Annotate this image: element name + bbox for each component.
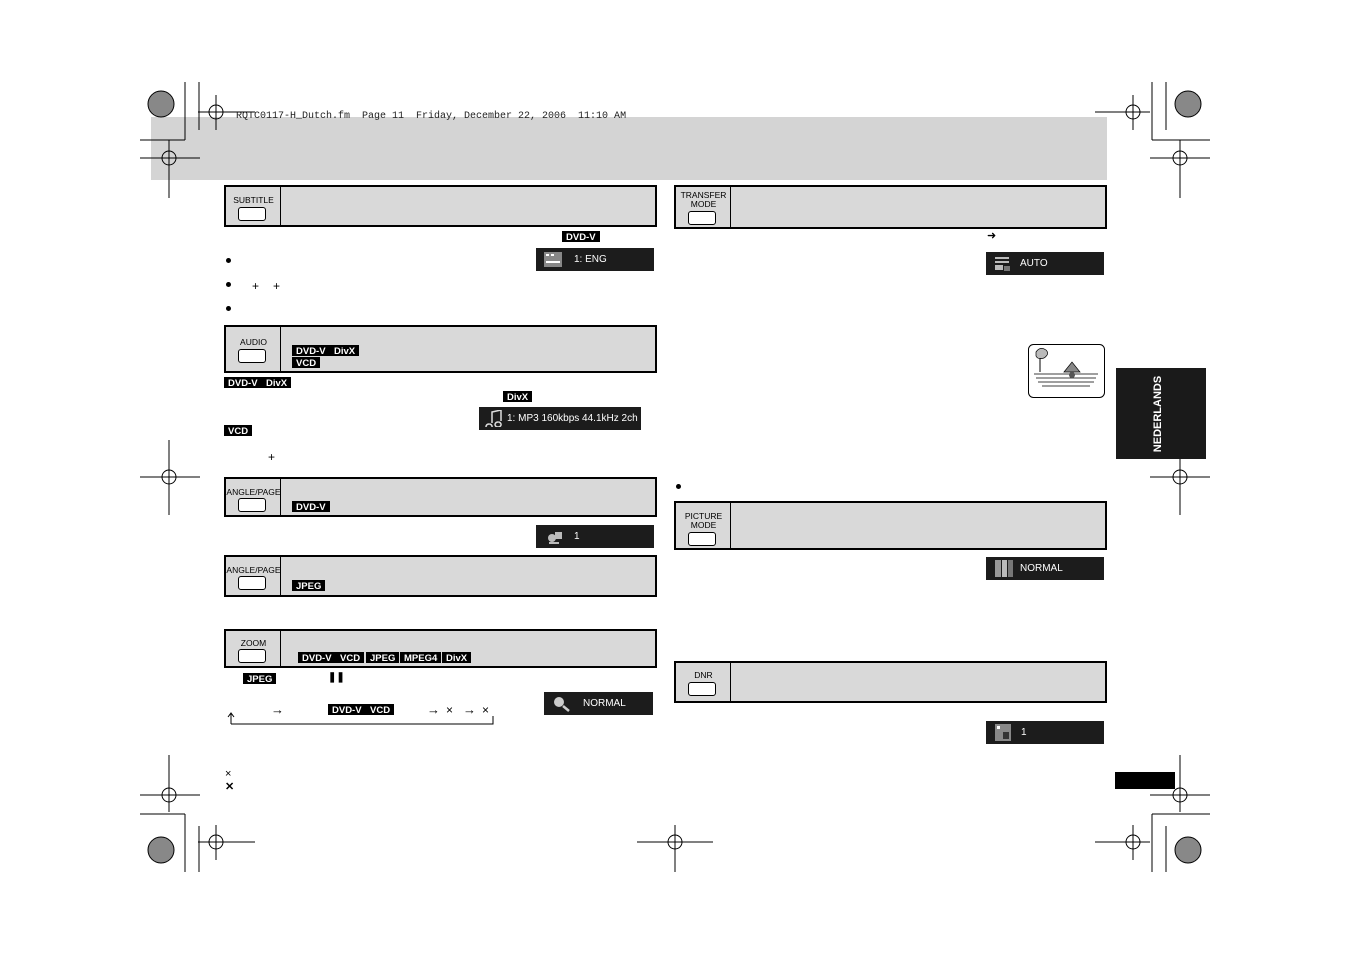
zoom-osd: NORMAL: [544, 692, 653, 715]
dnr-button-label: DNR: [694, 670, 713, 680]
picture-osd: NORMAL: [986, 557, 1104, 580]
zoom-cycle-bracket: [227, 712, 494, 725]
dnr-section: DNR: [674, 661, 1107, 703]
landscape-illustration: [1028, 344, 1105, 398]
transfer-mode-button[interactable]: [688, 211, 716, 225]
bullet: [226, 282, 231, 287]
badge-vcd: VCD: [292, 357, 321, 369]
badge-divx: DivX: [262, 377, 292, 389]
picture-mode-section: PICTURE MODE: [674, 501, 1107, 550]
header-band: [151, 117, 1107, 180]
magnifier-icon: [554, 697, 570, 712]
picture-mode-icon: [995, 560, 1013, 577]
audio-button[interactable]: [238, 349, 266, 363]
audio-section: AUDIO DVD-V DivX VCD: [224, 325, 657, 373]
bullet: [226, 258, 231, 263]
noise-reduction-icon: [995, 724, 1011, 741]
page-button-label: ANGLE/PAGE: [226, 565, 281, 575]
transfer-osd-text: AUTO: [1020, 258, 1048, 269]
badge-jpeg: JPEG: [366, 652, 400, 664]
page-number-block: [1115, 772, 1175, 789]
picture-button-label-1: PICTURE: [684, 511, 723, 521]
badge-dvd-v: DVD-V: [292, 345, 330, 357]
dnr-osd-text: 1: [1021, 727, 1027, 738]
badge-divx: DivX: [442, 652, 472, 664]
subtitle-icon: [544, 252, 562, 267]
badge-mpeg4: MPEG4: [400, 652, 442, 664]
transfer-button-label-1: TRANSFER: [680, 190, 727, 200]
subtitle-section: SUBTITLE: [224, 185, 657, 227]
badge-dvd-v: DVD-V: [224, 377, 262, 389]
angle-button-label: ANGLE/PAGE: [226, 487, 281, 497]
zoom-button-cell: ZOOM: [226, 631, 281, 666]
bold-cross-sign: ✕: [225, 781, 235, 793]
bullet: [676, 484, 681, 489]
picture-mode-button[interactable]: [688, 532, 716, 546]
zoom-button[interactable]: [238, 649, 266, 663]
camera-angle-icon: [548, 532, 562, 544]
audio-button-label: AUDIO: [240, 337, 267, 347]
subtitle-osd-text: 1: ENG: [574, 254, 607, 265]
pause-icon: ❚❚: [328, 672, 345, 683]
music-note-icon: [485, 410, 502, 427]
language-tab-label: NEDERLANDS: [1152, 375, 1164, 453]
plus-sign: +: [273, 279, 281, 293]
subtitle-button-cell: SUBTITLE: [226, 187, 281, 225]
zoom-button-label: ZOOM: [240, 638, 267, 648]
arrow: →: [427, 702, 440, 717]
arrow: →: [463, 702, 476, 717]
subtitle-button[interactable]: [238, 207, 266, 221]
bullet: [226, 306, 231, 311]
transfer-osd: AUTO: [986, 252, 1104, 275]
cross-sign: ×: [446, 703, 454, 717]
dnr-button-cell: DNR: [676, 663, 731, 701]
angle-section: ANGLE/PAGE DVD-V: [224, 477, 657, 517]
badge-vcd: VCD: [366, 704, 395, 716]
transfer-button-cell: TRANSFER MODE: [676, 187, 731, 227]
cross-sign: ×: [225, 768, 232, 780]
plus-sign: +: [268, 450, 276, 464]
badge-divx: DivX: [330, 345, 360, 357]
badge-jpeg: JPEG: [292, 580, 326, 592]
picture-osd-text: NORMAL: [1020, 563, 1063, 574]
arrow: →: [271, 702, 284, 717]
zoom-section: ZOOM DVD-V VCD JPEG MPEG4 DivX: [224, 629, 657, 668]
subtitle-osd: 1: ENG: [536, 248, 654, 271]
picture-button-cell: PICTURE MODE: [676, 503, 731, 548]
badge-dvd-v: DVD-V: [562, 231, 600, 243]
angle-osd-text: 1: [574, 531, 580, 542]
film-transfer-icon: [995, 257, 1010, 271]
transfer-mode-section: TRANSFER MODE: [674, 185, 1107, 229]
badge-divx: DivX: [503, 391, 533, 403]
plus-sign: +: [252, 279, 260, 293]
dnr-button[interactable]: [688, 682, 716, 696]
angle-button-cell: ANGLE/PAGE: [226, 479, 281, 515]
language-side-tab: NEDERLANDS: [1116, 368, 1206, 459]
badge-vcd: VCD: [224, 425, 253, 437]
audio-button-cell: AUDIO: [226, 327, 281, 371]
badge-jpeg: JPEG: [243, 673, 277, 685]
audio-osd: 1: MP3 160kbps 44.1kHz 2ch: [479, 407, 641, 430]
picture-button-label-2: MODE: [690, 520, 717, 530]
cross-sign: ×: [482, 703, 490, 717]
transfer-button-label-2: MODE: [690, 199, 717, 209]
angle-button[interactable]: [238, 498, 266, 512]
right-arrow-icon: ➜: [987, 230, 997, 242]
badge-vcd: VCD: [336, 652, 365, 664]
audio-osd-text: 1: MP3 160kbps 44.1kHz 2ch: [507, 413, 638, 424]
badge-dvd-v: DVD-V: [328, 704, 366, 716]
subtitle-button-label: SUBTITLE: [233, 195, 274, 205]
page-section: ANGLE/PAGE JPEG: [224, 555, 657, 597]
badge-dvd-v: DVD-V: [298, 652, 336, 664]
badge-dvd-v: DVD-V: [292, 501, 330, 513]
page-button-cell: ANGLE/PAGE: [226, 557, 281, 595]
zoom-osd-text: NORMAL: [583, 698, 626, 709]
angle-osd: 1: [536, 525, 654, 548]
file-info-line: RQTC0117-H_Dutch.fm Page 11 Friday, Dece…: [236, 111, 627, 122]
dnr-osd: 1: [986, 721, 1104, 744]
page-button[interactable]: [238, 576, 266, 590]
